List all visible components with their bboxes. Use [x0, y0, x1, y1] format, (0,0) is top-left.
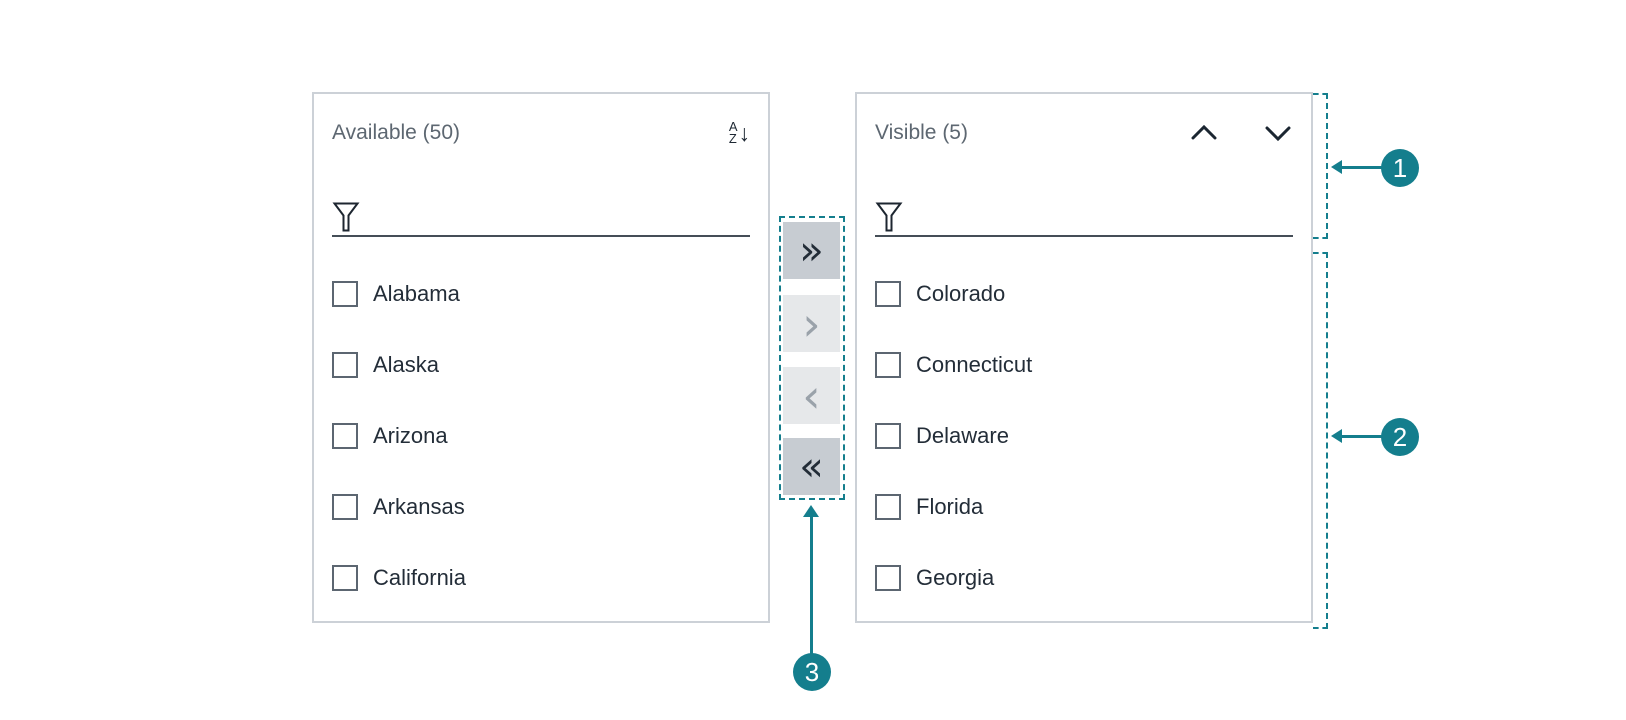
sort-direction-arrow-icon: ↓ [738, 119, 751, 146]
move-selected-right-button[interactable]: › [783, 295, 840, 352]
visible-list: Colorado Connecticut Delaware Florida Ge… [875, 258, 1293, 613]
list-item: Georgia [875, 542, 1293, 613]
move-up-button[interactable] [1189, 123, 1219, 143]
list-item: Florida [875, 471, 1293, 542]
filter-funnel-icon [332, 201, 360, 233]
list-item: Colorado [875, 258, 1293, 329]
list-item: Delaware [875, 400, 1293, 471]
filter-funnel-icon [875, 201, 903, 233]
available-filter-field [332, 186, 750, 237]
annotation-bracket-list [1313, 252, 1328, 629]
annotation-arrowhead [1331, 429, 1342, 443]
available-panel-header: Available (50) A Z ↓ [332, 114, 750, 152]
double-chevron-left-icon: « [799, 443, 824, 490]
list-item: Alabama [332, 258, 750, 329]
checkbox[interactable] [875, 280, 901, 307]
sort-az-button[interactable]: A Z ↓ [728, 119, 751, 146]
transfer-buttons-highlight-outline [779, 216, 845, 500]
sort-az-icon: A Z [728, 119, 738, 146]
checkbox[interactable] [875, 493, 901, 520]
checkbox[interactable] [332, 422, 358, 449]
visible-panel-header: Visible (5) [875, 114, 1293, 152]
available-filter-input[interactable] [370, 199, 750, 235]
visible-panel-title: Visible (5) [875, 121, 968, 144]
annotation-arrowhead [1331, 160, 1342, 174]
available-panel-title: Available (50) [332, 121, 461, 144]
list-item: Arkansas [332, 471, 750, 542]
available-list: Alabama Alaska Arizona Arkansas Californ… [332, 258, 750, 613]
available-panel: Available (50) A Z ↓ Alabama [312, 92, 770, 623]
move-all-left-button[interactable]: « [783, 438, 840, 495]
annotation-arrow-line [1341, 435, 1386, 438]
reorder-controls [1189, 123, 1293, 143]
checkbox[interactable] [332, 351, 358, 378]
double-chevron-right-icon: » [799, 227, 824, 274]
move-selected-left-button[interactable]: ‹ [783, 367, 840, 424]
checkbox[interactable] [332, 280, 358, 307]
annotation-bracket-header [1313, 93, 1328, 239]
checkbox[interactable] [332, 493, 358, 520]
move-all-right-button[interactable]: » [783, 222, 840, 279]
list-item: Alaska [332, 329, 750, 400]
checkbox[interactable] [875, 422, 901, 449]
annotation-callout-2: 2 [1381, 418, 1419, 456]
visible-filter-input[interactable] [913, 199, 1293, 235]
checkbox[interactable] [332, 564, 358, 591]
annotation-arrowhead [803, 505, 819, 517]
list-item: Arizona [332, 400, 750, 471]
chevron-up-icon [1191, 124, 1217, 140]
visible-filter-field [875, 186, 1293, 237]
annotation-callout-3: 3 [793, 653, 831, 691]
chevron-left-icon: ‹ [802, 368, 821, 423]
checkbox[interactable] [875, 564, 901, 591]
move-down-button[interactable] [1263, 123, 1293, 143]
chevron-right-icon: › [802, 296, 821, 351]
list-item: Connecticut [875, 329, 1293, 400]
list-item: California [332, 542, 750, 613]
annotation-callout-1: 1 [1381, 149, 1419, 187]
visible-panel: Visible (5) [855, 92, 1313, 623]
annotation-arrow-line [1341, 166, 1386, 169]
checkbox[interactable] [875, 351, 901, 378]
chevron-down-icon [1265, 126, 1291, 142]
annotation-arrow-line [810, 517, 813, 655]
